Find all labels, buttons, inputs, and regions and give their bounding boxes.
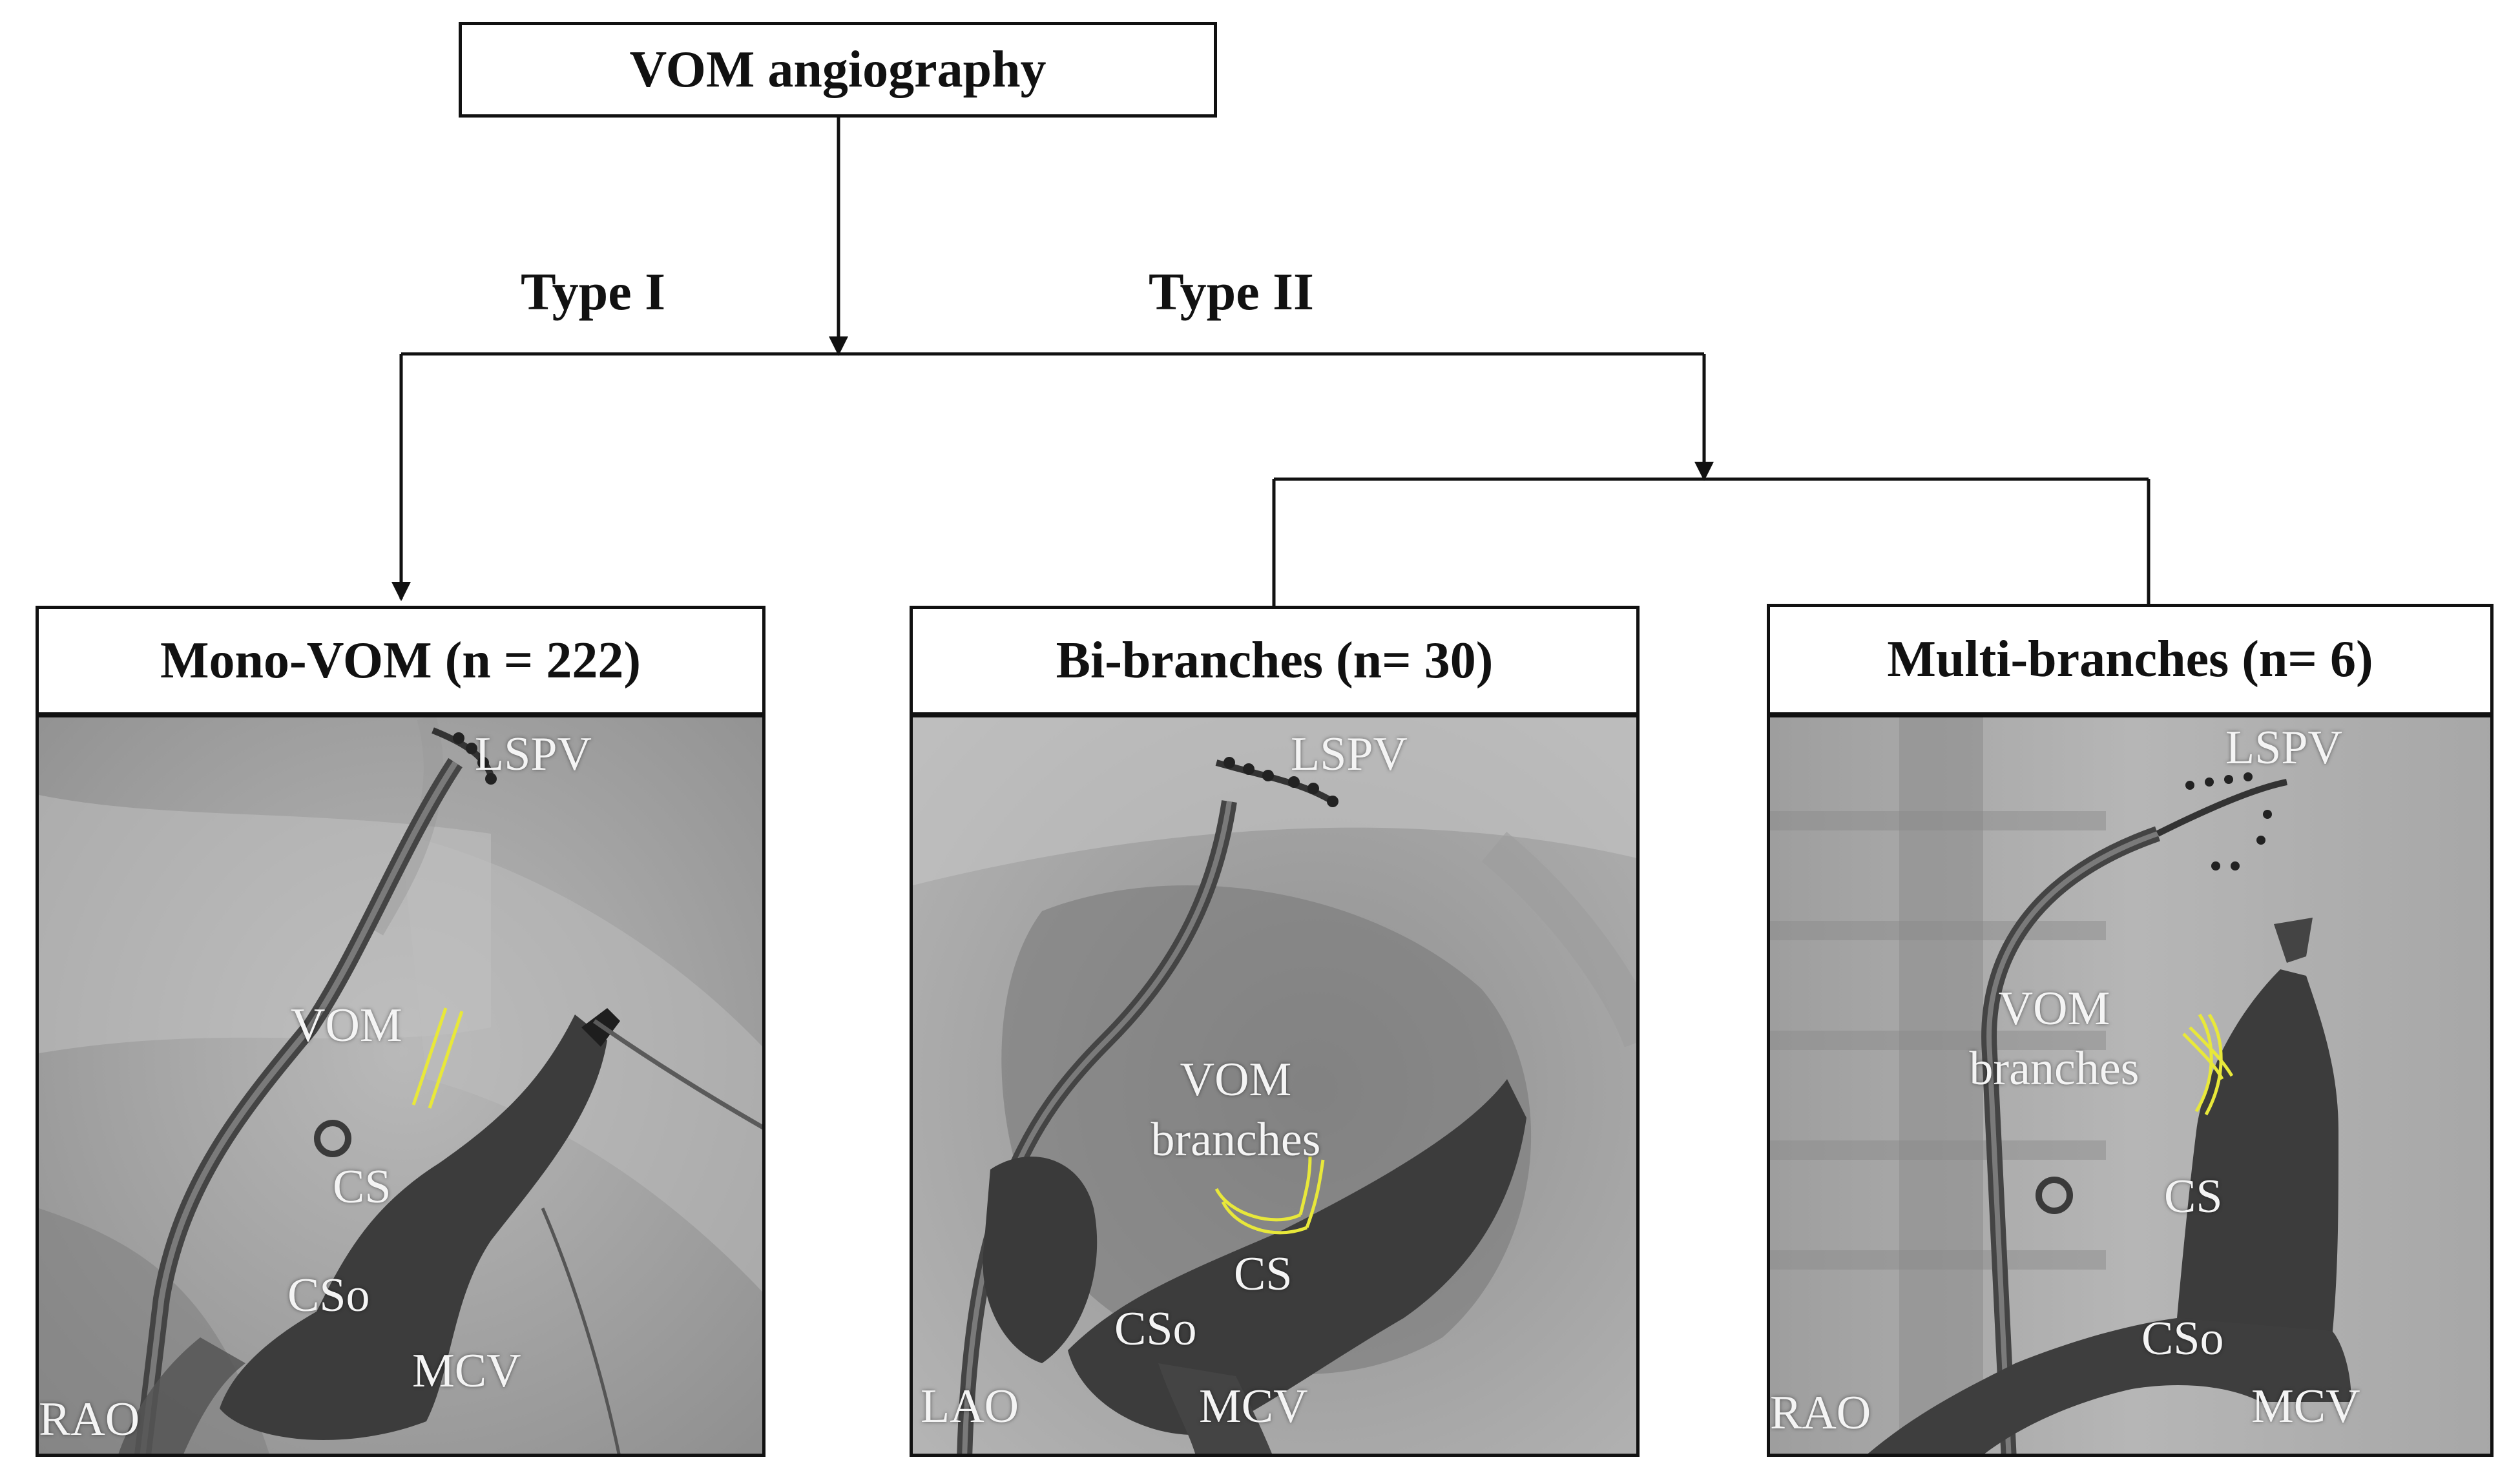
- root-title: VOM angiography: [629, 41, 1047, 98]
- bi-lspv-label: LSPV: [1291, 728, 1408, 781]
- mono-cso-label: CSo: [287, 1269, 370, 1322]
- mono-vom-xray-image: [39, 717, 762, 1454]
- bi-mcv-label: MCV: [1199, 1380, 1308, 1433]
- multi-branches-angiogram: LSPV VOM branches CS CSo MCV RAO: [1767, 714, 2494, 1457]
- multi-cso-label: CSo: [2141, 1312, 2224, 1365]
- mono-mcv-label: MCV: [412, 1344, 521, 1397]
- bi-branches-xray-image: [913, 717, 1636, 1454]
- multi-vom-branches-label: VOM branches: [1957, 979, 2151, 1098]
- bi-branches-angiogram: LSPV VOM branches CS CSo MCV LAO: [910, 714, 1640, 1457]
- multi-branches-xray-image: [1770, 717, 2490, 1454]
- bi-cs-label: CS: [1234, 1248, 1293, 1301]
- bi-view-label: LAO: [921, 1380, 1019, 1433]
- type-2-label: Type II: [1149, 262, 1314, 321]
- multi-branches-title: Multi-branches (n= 6): [1887, 631, 2373, 688]
- mono-lspv-label: LSPV: [475, 728, 592, 781]
- multi-view-label: RAO: [1770, 1386, 1871, 1439]
- bi-vom-line2: branches: [1151, 1113, 1321, 1166]
- bi-vom-branches-label: VOM branches: [1139, 1050, 1333, 1169]
- multi-cs-label: CS: [2164, 1170, 2223, 1223]
- bi-cso-label: CSo: [1114, 1303, 1197, 1355]
- mono-vom-title-box: Mono-VOM (n = 222): [36, 606, 765, 716]
- mono-vom-label: VOM: [291, 999, 402, 1052]
- bi-branches-title-box: Bi-branches (n= 30): [910, 606, 1640, 716]
- mono-vom-title: Mono-VOM (n = 222): [160, 632, 641, 689]
- type-1-label: Type I: [521, 262, 666, 321]
- multi-mcv-label: MCV: [2251, 1380, 2360, 1433]
- bi-branches-title: Bi-branches (n= 30): [1056, 632, 1494, 689]
- multi-vom-line1: VOM: [1998, 982, 2110, 1035]
- multi-lspv-label: LSPV: [2225, 721, 2342, 774]
- mono-view-label: RAO: [39, 1393, 140, 1446]
- mono-cs-label: CS: [333, 1160, 391, 1213]
- mono-vom-angiogram: LSPV VOM CS CSo MCV RAO: [36, 714, 765, 1457]
- multi-vom-line2: branches: [1969, 1042, 2140, 1095]
- root-node: VOM angiography: [459, 22, 1217, 118]
- multi-branches-title-box: Multi-branches (n= 6): [1767, 604, 2494, 716]
- bi-vom-line1: VOM: [1180, 1053, 1292, 1106]
